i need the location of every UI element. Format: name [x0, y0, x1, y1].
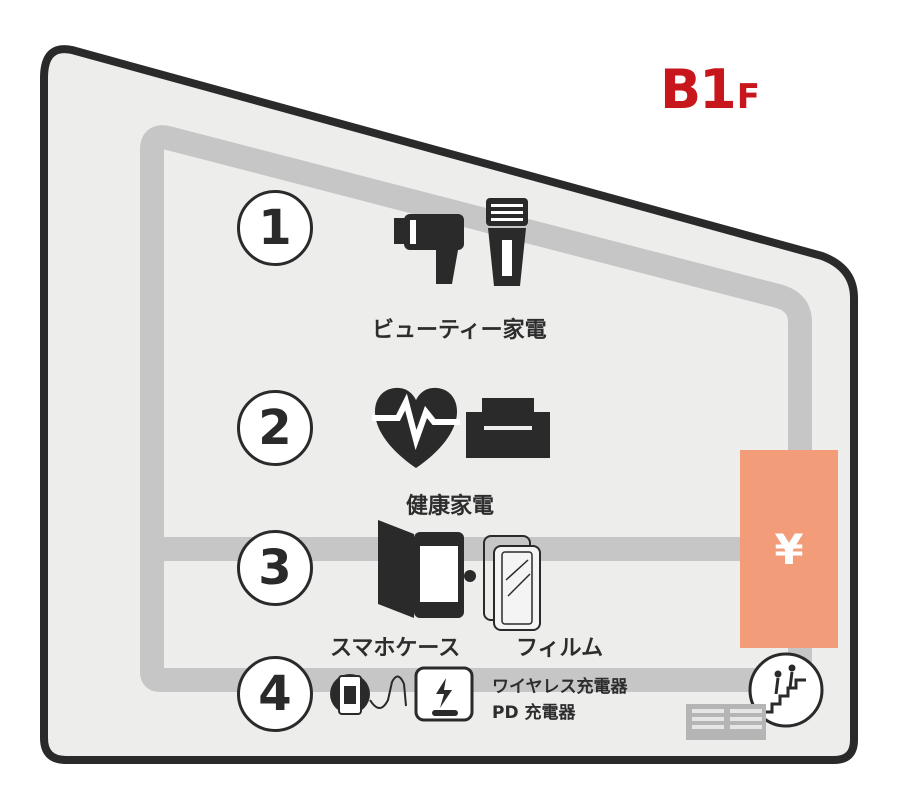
zone-4-label-wireless: ワイヤレス充電器	[492, 677, 628, 697]
zone-3-badge: 3	[237, 530, 313, 606]
phone-case-icon	[378, 520, 476, 618]
zone-3-label-case: スマホケース	[330, 636, 461, 661]
wireless-charger-icon	[330, 674, 407, 715]
floor-indicator: B1F	[660, 58, 760, 121]
zone-1-badge: 1	[237, 190, 313, 266]
zone-4-badge: 4	[237, 656, 313, 732]
pd-charger-icon	[414, 666, 474, 722]
zone-2-label: 健康家電	[406, 494, 495, 519]
floor-level: B1	[660, 58, 737, 121]
stairs-icon	[748, 652, 824, 728]
screen-film-icon	[483, 535, 541, 631]
zone-4-label-pd: PD 充電器	[492, 703, 576, 723]
floor-suffix: F	[736, 77, 760, 117]
cashier-counter: ¥	[740, 450, 838, 648]
hair-dryer-icon	[394, 214, 464, 284]
yen-icon: ¥	[774, 524, 804, 574]
zone-1-label: ビューティー家電	[372, 318, 547, 343]
escalator-icon	[686, 704, 766, 740]
zone-3-label-film: フィルム	[516, 636, 604, 661]
zone-2-badge: 2	[237, 390, 313, 466]
massage-chair-icon	[466, 398, 550, 458]
shaver-icon	[486, 198, 528, 286]
heartbeat-icon	[372, 387, 460, 468]
